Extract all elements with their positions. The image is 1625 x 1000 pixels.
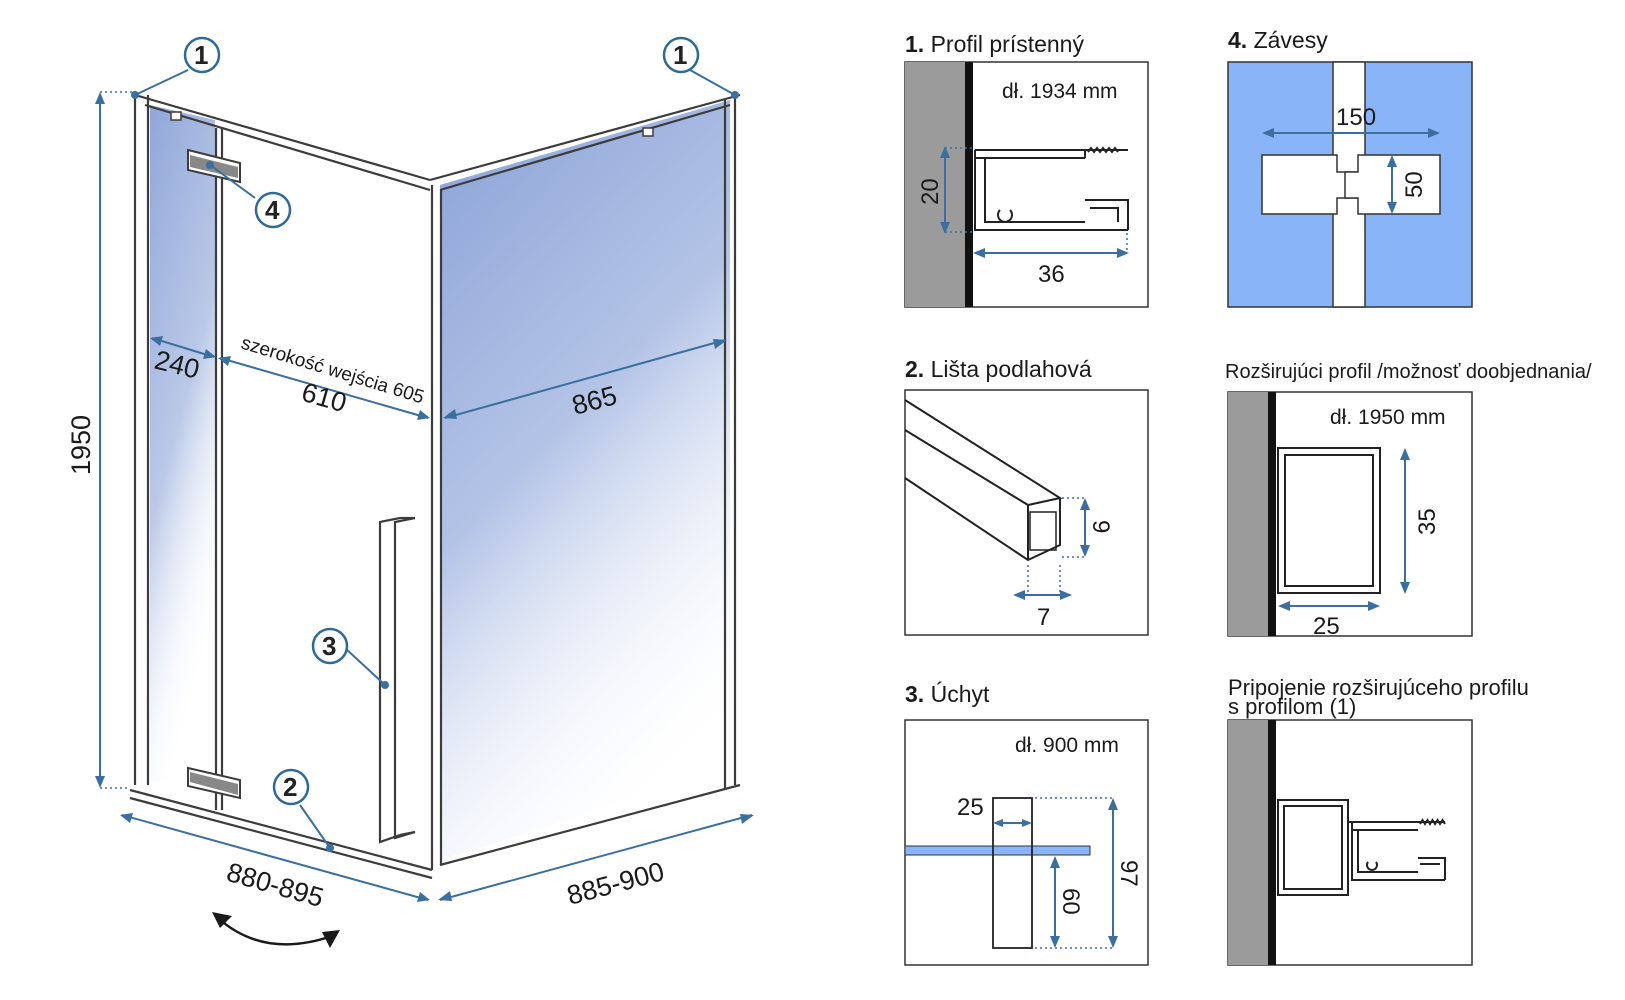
svg-text:dł. 1950 mm: dł. 1950 mm (1330, 406, 1446, 429)
svg-text:4. Závesy: 4. Závesy (1228, 27, 1328, 53)
svg-text:60: 60 (1057, 888, 1084, 915)
svg-text:Rozširujúci profil /možnosť do: Rozširujúci profil /možnosť doobjednania… (1225, 361, 1592, 383)
bottom-right-width-label: 885-900 (564, 856, 667, 911)
side-panel-glass (440, 100, 730, 860)
callout-4: 4 (254, 191, 292, 229)
shower-enclosure (129, 93, 741, 880)
svg-text:s profilom (1): s profilom (1) (1228, 694, 1356, 719)
svg-text:1. Profil prístenný: 1. Profil prístenný (905, 31, 1084, 57)
svg-text:2. Lišta podlahová: 2. Lišta podlahová (905, 356, 1092, 382)
height-label: 1950 (66, 415, 96, 475)
main-dimensions (95, 69, 754, 902)
callout-2: 2 (272, 768, 310, 806)
svg-text:36: 36 (1038, 261, 1065, 288)
svg-text:Pripojenie rozširujúceho profi: Pripojenie rozširujúceho profilu (1228, 675, 1529, 700)
svg-text:25: 25 (957, 794, 984, 821)
hinge-top (187, 148, 241, 184)
callout-1-left: 1 (183, 36, 221, 74)
fixed-panel-glass (150, 105, 215, 790)
door-handle (378, 516, 416, 844)
detail-handle: 3. Úchyt dł. 900 mm 25 60 97 (904, 681, 1149, 966)
bottom-left-width-label: 880-895 (223, 857, 327, 913)
detail-extension-profile: Rozširujúci profil /možnosť doobjednania… (1225, 361, 1592, 640)
svg-text:1: 1 (673, 40, 687, 70)
svg-text:35: 35 (1414, 508, 1441, 535)
detail-wall-profile: 1. Profil prístenný dł. 1934 mm 20 36 (904, 31, 1149, 308)
svg-text:50: 50 (1401, 171, 1428, 198)
svg-text:dł. 900 mm: dł. 900 mm (1015, 734, 1119, 757)
callout-3: 3 (311, 627, 349, 665)
callout-1-right: 1 (662, 36, 700, 74)
svg-text:97: 97 (1115, 860, 1142, 887)
svg-text:2: 2 (283, 772, 297, 802)
svg-text:25: 25 (1313, 613, 1340, 640)
detail-hinges: 4. Závesy 150 50 (1227, 27, 1473, 308)
svg-text:dł. 1934 mm: dł. 1934 mm (1002, 80, 1118, 103)
hinge-bottom (187, 766, 241, 800)
detail-floor-strip: 2. Lišta podlahová 9 7 (904, 356, 1149, 636)
svg-text:3. Úchyt: 3. Úchyt (905, 681, 990, 707)
svg-text:4: 4 (265, 195, 280, 225)
svg-text:7: 7 (1037, 604, 1050, 631)
svg-text:150: 150 (1336, 104, 1376, 131)
detail-connection: Pripojenie rozširujúceho profilu s profi… (1227, 675, 1529, 966)
door-swing-arrow-icon (212, 912, 340, 948)
svg-text:20: 20 (917, 178, 944, 205)
door-glass (215, 120, 430, 855)
svg-text:1: 1 (194, 40, 208, 70)
svg-text:3: 3 (322, 631, 336, 661)
svg-text:9: 9 (1087, 520, 1114, 533)
